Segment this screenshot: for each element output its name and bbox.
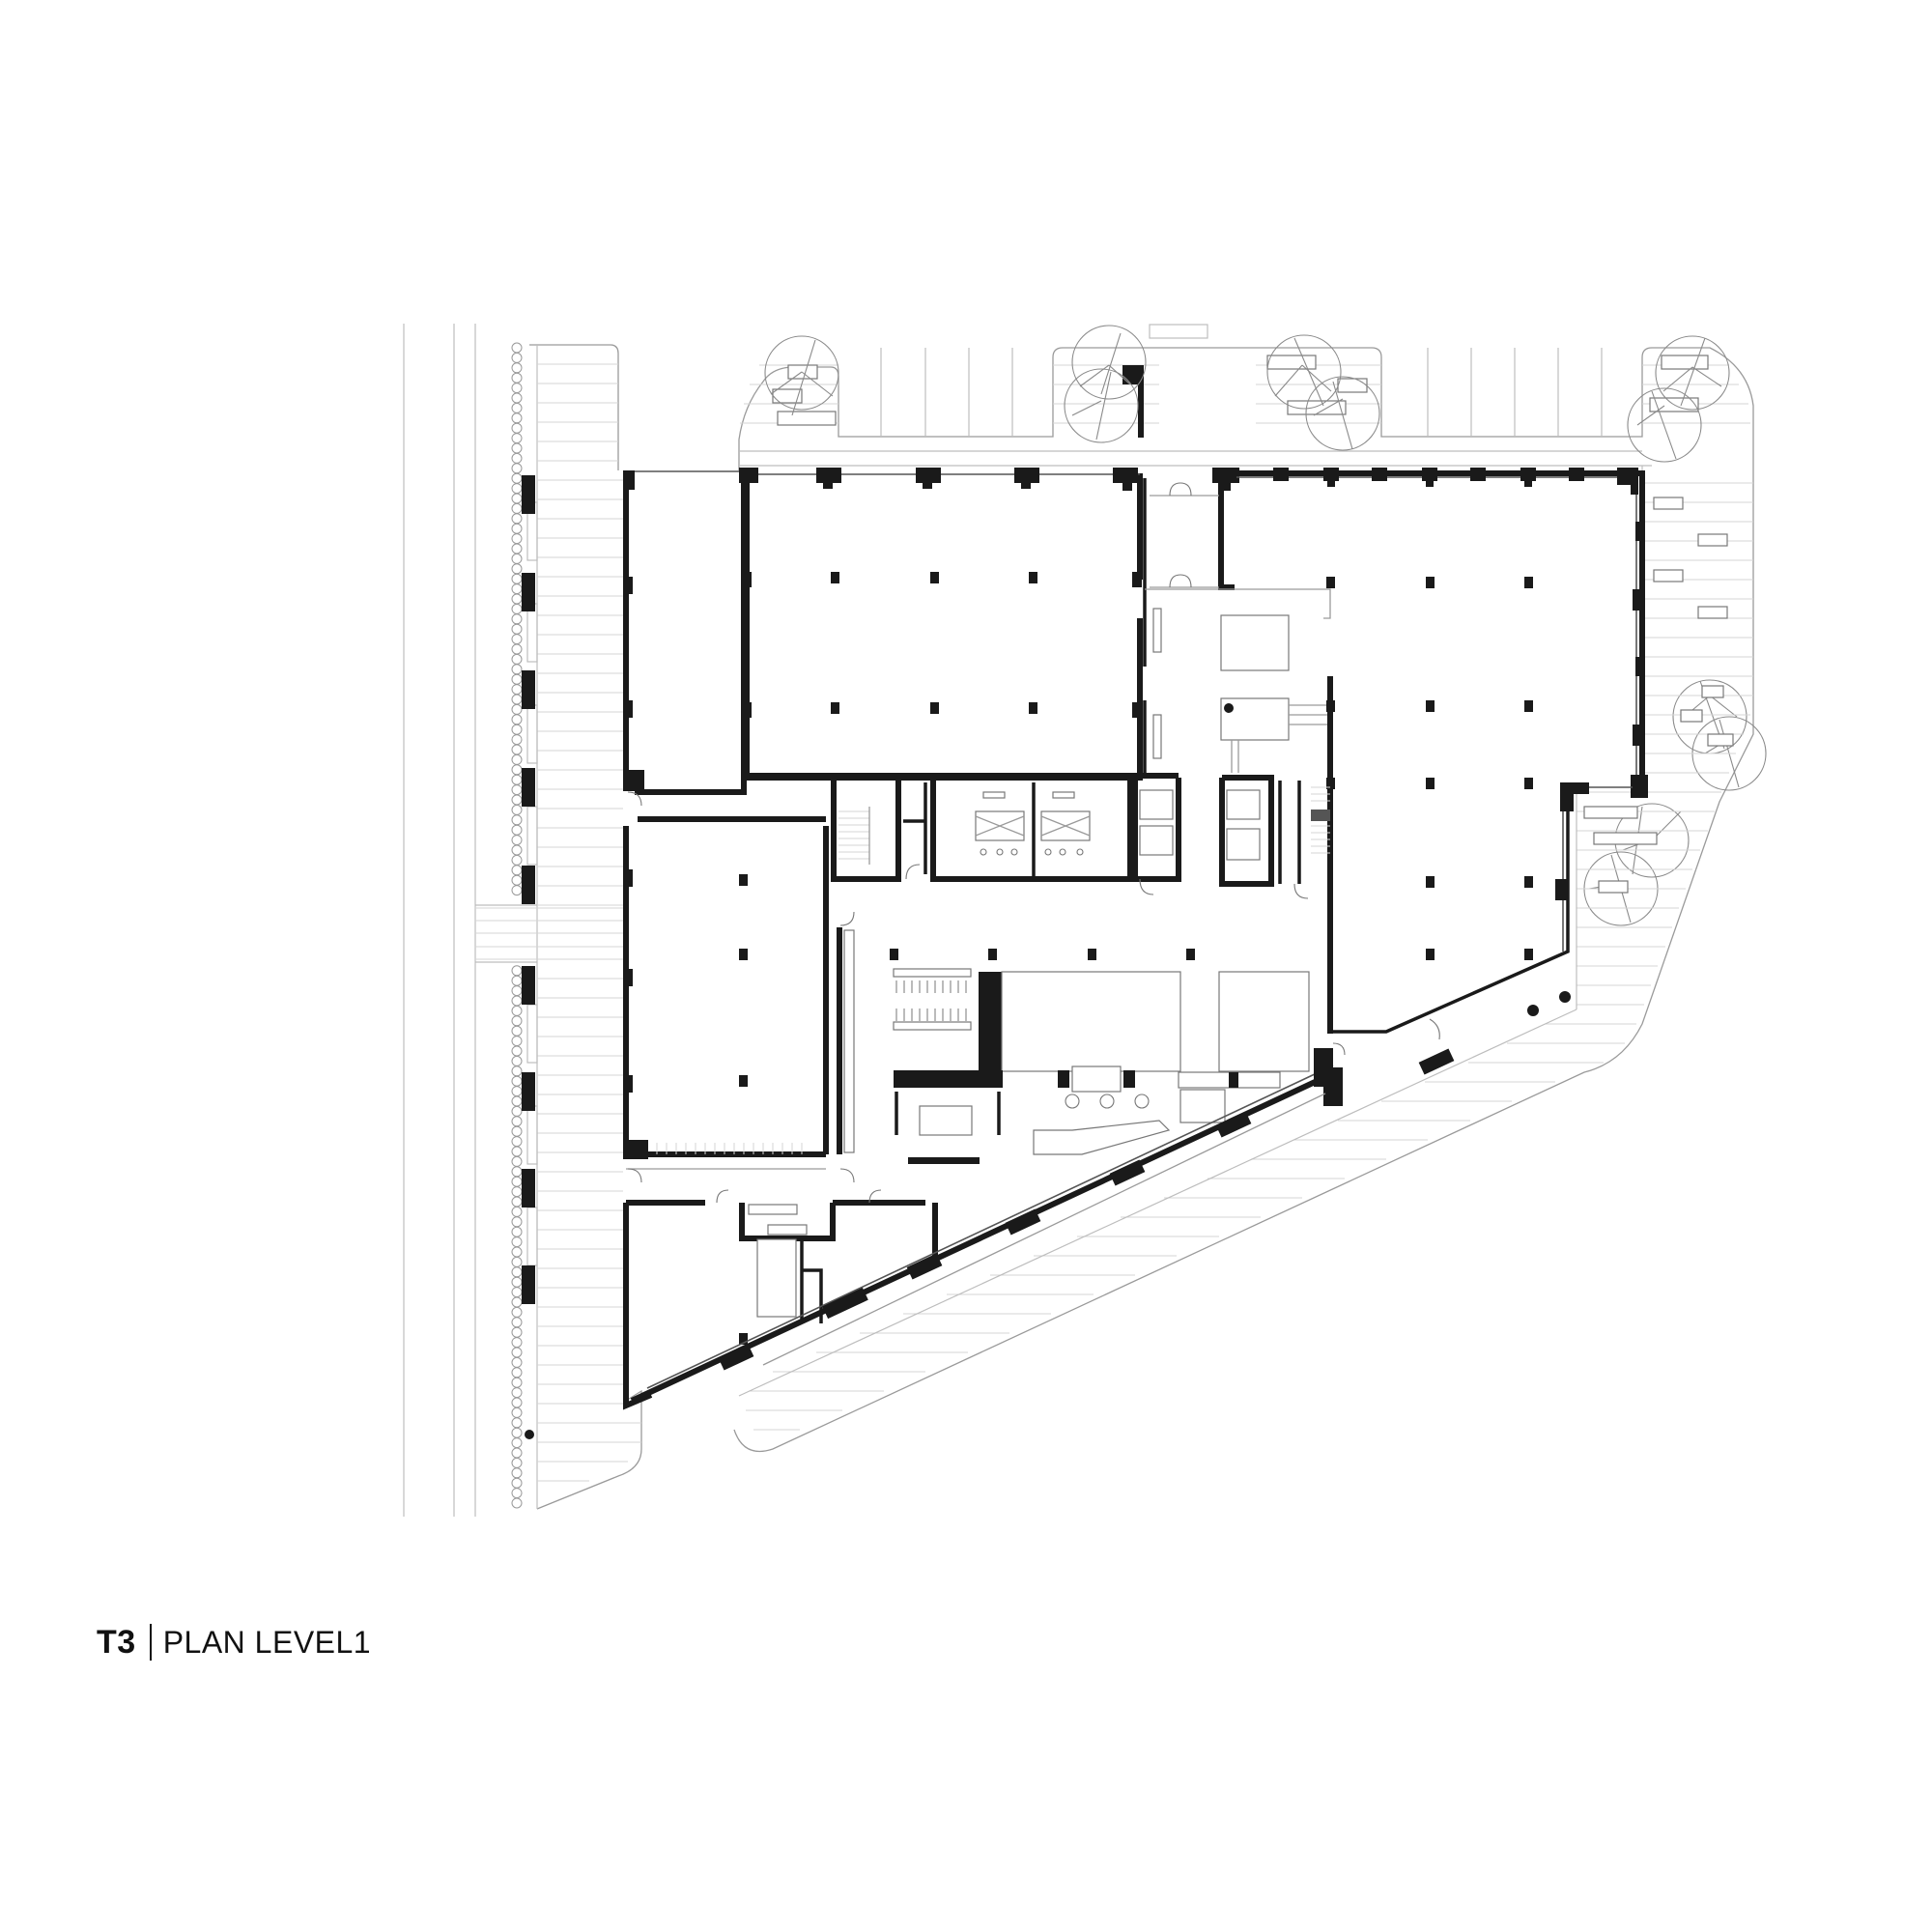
title-name: PLAN LEVEL1 xyxy=(162,1624,372,1660)
title-code: T3 xyxy=(97,1623,136,1661)
tree-icon xyxy=(1655,335,1730,411)
building-walls xyxy=(623,468,1648,1410)
tree-icon xyxy=(1627,387,1702,463)
tree-icon xyxy=(1064,368,1139,443)
tree-icon xyxy=(1071,325,1147,400)
title-separator xyxy=(149,1624,152,1661)
tree-icon xyxy=(764,335,839,416)
east-sidewalk xyxy=(738,466,1753,1431)
bollard-row xyxy=(511,342,523,1509)
west-sidewalk-paving xyxy=(475,344,642,1510)
doors xyxy=(627,791,1440,1204)
street-edge xyxy=(403,324,476,1517)
tree-icon xyxy=(1266,334,1342,410)
tree-icon xyxy=(1305,376,1380,451)
street-planters xyxy=(522,475,538,1439)
north-sidewalk xyxy=(733,324,1754,1453)
drawing-title: T3 PLAN LEVEL1 xyxy=(97,1623,371,1662)
bike-racks xyxy=(895,980,967,1021)
